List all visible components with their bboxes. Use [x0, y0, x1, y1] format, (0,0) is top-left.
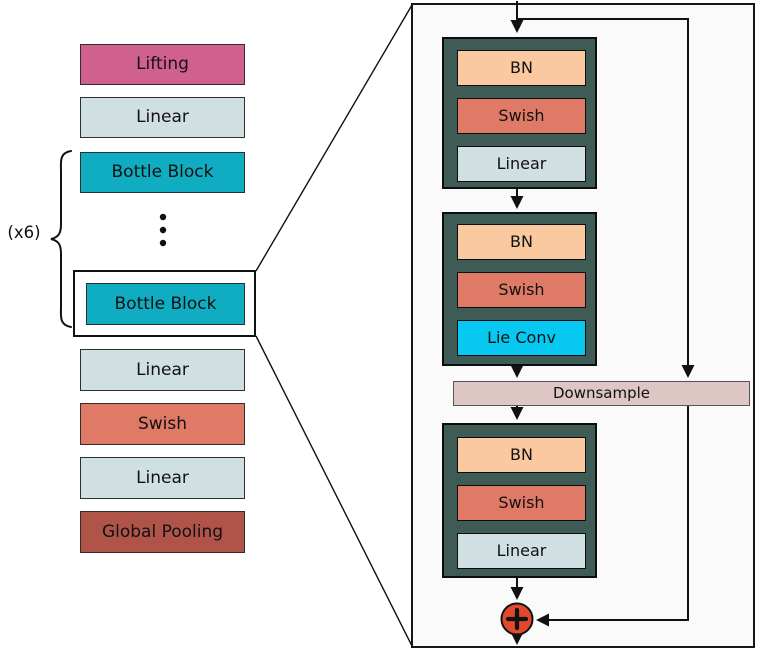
downsample-bar: Downsample [453, 381, 750, 406]
block-bottle-block-2: Bottle Block [86, 283, 245, 325]
block-linear-3: Linear [80, 457, 245, 499]
layer-bn-2: BN [457, 224, 586, 260]
block-swish: Swish [80, 403, 245, 445]
layer-lie-conv: Lie Conv [457, 320, 586, 356]
layer-swish-1: Swish [457, 98, 586, 134]
layer-linear-3: Linear [457, 533, 586, 569]
detail-group-3: BN Swish Linear [442, 423, 597, 578]
zoom-guide-top-line [255, 4, 413, 272]
block-linear-1: Linear [80, 97, 245, 138]
block-global-pooling: Global Pooling [80, 511, 245, 553]
repeat-brace-icon [50, 150, 72, 328]
layer-linear-1: Linear [457, 146, 586, 182]
layer-swish-2: Swish [457, 272, 586, 308]
repeat-count-label: (x6) [7, 222, 41, 242]
block-linear-2: Linear [80, 349, 245, 391]
detail-group-1: BN Swish Linear [442, 37, 597, 189]
ellipsis-dots-icon [159, 213, 167, 247]
selection-box [73, 270, 256, 337]
detail-group-2: BN Swish Lie Conv [442, 212, 597, 366]
layer-bn-1: BN [457, 50, 586, 86]
block-bottle-block-1: Bottle Block [80, 152, 245, 193]
block-lifting: Lifting [80, 44, 245, 85]
layer-swish-3: Swish [457, 485, 586, 521]
layer-bn-3: BN [457, 437, 586, 473]
zoom-guide-bottom-line [255, 335, 413, 647]
